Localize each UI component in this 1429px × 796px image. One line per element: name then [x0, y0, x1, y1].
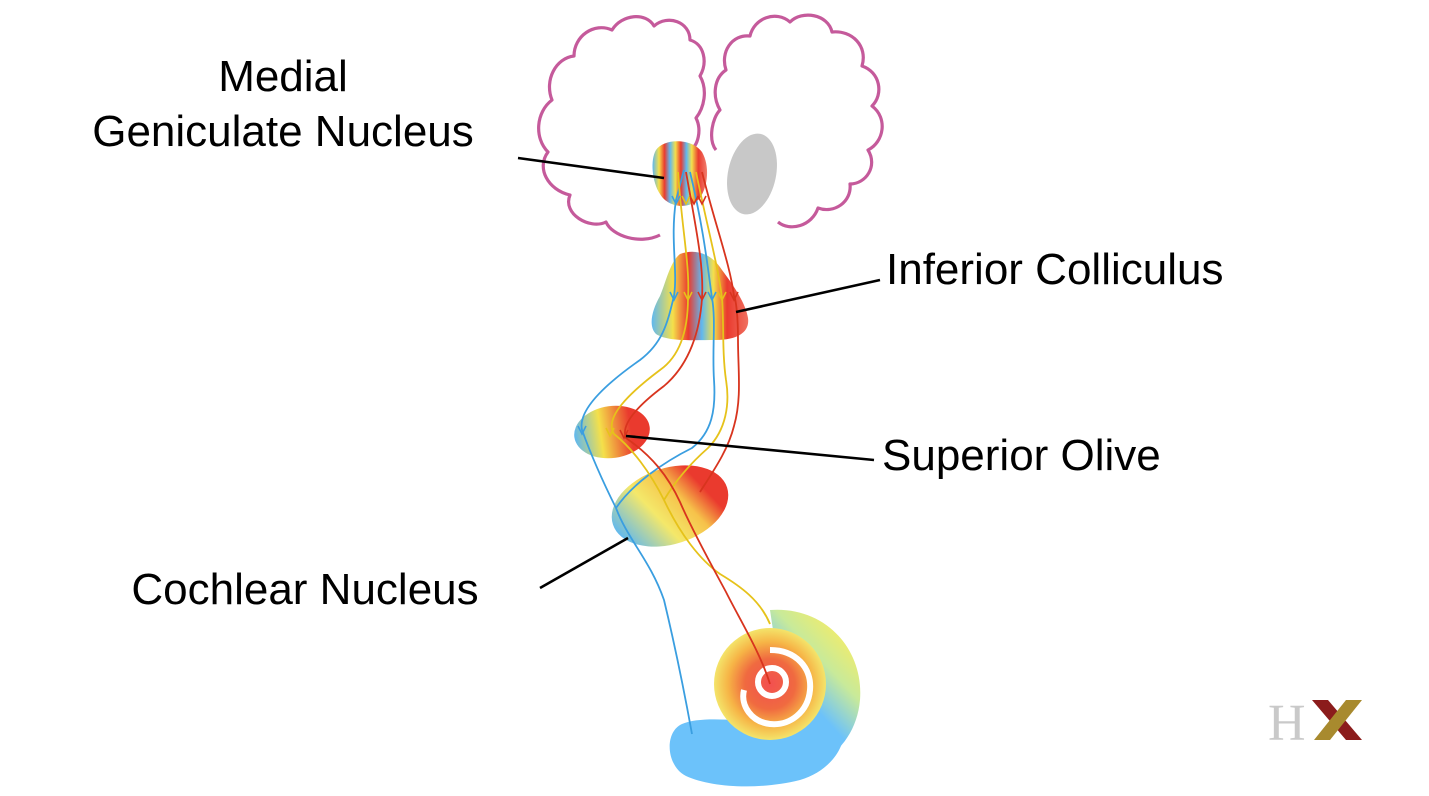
arrowhead	[683, 291, 693, 302]
arrowhead	[671, 195, 681, 206]
yellow-fiber-crossing	[663, 171, 729, 501]
arrowhead	[689, 195, 699, 206]
blue-fiber-crossing	[615, 171, 716, 509]
fiber-arrowheads	[577, 195, 739, 440]
cochlea-apex	[755, 665, 789, 699]
arrowhead	[577, 425, 587, 436]
cochlear-nucleus	[611, 465, 729, 547]
left-hemisphere-outline	[537, 15, 706, 241]
arrowhead	[707, 291, 717, 302]
hx-logo: H	[1268, 695, 1362, 752]
inferior-colliculus-leader-line	[735, 278, 881, 314]
cochlear-nucleus-leader-line	[539, 536, 629, 590]
arrowhead	[697, 195, 707, 206]
mgn-leader-line	[517, 156, 665, 180]
hx-logo-letter-h: H	[1268, 695, 1306, 752]
arrowhead	[697, 291, 707, 302]
hx-logo-x-gold	[1314, 700, 1362, 740]
arrowhead	[605, 427, 615, 438]
arrowhead	[619, 429, 629, 440]
label-medial: Medial	[218, 52, 348, 101]
label-superior-olive: Superior Olive	[882, 431, 1161, 480]
arrowhead	[717, 291, 727, 302]
red-fiber-crossing	[699, 171, 740, 493]
label-geniculate-nucleus: Geniculate Nucleus	[92, 107, 474, 156]
blue-fiber-ascending	[580, 169, 693, 735]
label-cochlear-nucleus: Cochlear Nucleus	[131, 565, 478, 614]
red-fiber-ascending	[624, 171, 771, 685]
cochlea-spiral-gap	[740, 647, 814, 728]
arrowhead	[729, 291, 739, 302]
arrowhead	[669, 291, 679, 302]
thalamus-shape	[727, 133, 777, 215]
right-hemisphere-outline	[710, 13, 884, 229]
cochlea	[669, 609, 861, 787]
superior-olive-leader-line	[625, 434, 875, 462]
arrowhead	[681, 195, 691, 206]
leader-lines	[517, 156, 881, 590]
brain-outline	[537, 13, 884, 241]
label-inferior-colliculus: Inferior Colliculus	[886, 245, 1223, 294]
